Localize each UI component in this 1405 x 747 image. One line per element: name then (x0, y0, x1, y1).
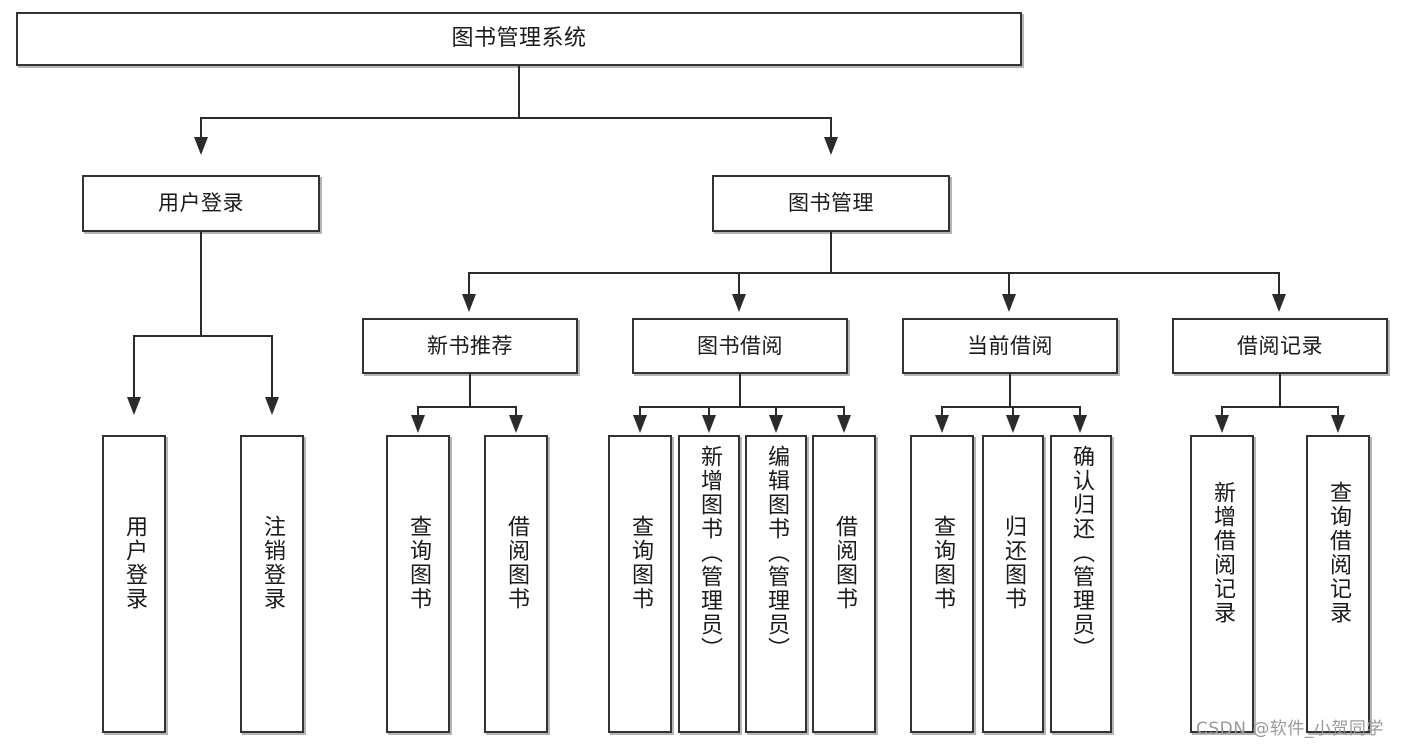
edge-current-stem (1009, 374, 1011, 407)
leaf-edit-book-admin[interactable]: 编辑图书（管理员） (745, 435, 807, 733)
edge-root-bus (200, 117, 832, 119)
node-label: 图书管理 (788, 191, 874, 216)
arrow-to-leaf-logout (265, 397, 279, 415)
arrow-to-leaf-user-login (127, 397, 141, 415)
edge-borrow-stem (739, 374, 741, 407)
edge-root-to-login (200, 117, 202, 139)
node-label: 查询图书 (627, 515, 653, 611)
edge-borrow-bus (639, 406, 845, 408)
edge-records-to-leaf1 (1221, 406, 1223, 418)
node-label: 新书推荐 (427, 333, 513, 358)
edge-current-to-leaf1 (941, 406, 943, 418)
node-root-library-system[interactable]: 图书管理系统 (16, 12, 1022, 66)
leaf-add-borrow-record[interactable]: 新增借阅记录 (1190, 435, 1254, 733)
leaf-logout[interactable]: 注销登录 (240, 435, 304, 733)
node-label: 图书管理系统 (451, 26, 587, 52)
edge-bookmgmt-to-current (1008, 272, 1010, 296)
node-label: 用户登录 (121, 515, 147, 611)
edge-userlogin-stem (200, 232, 202, 336)
arrow-to-leaf-edit-book (769, 415, 783, 433)
edge-root-to-bookmgmt (830, 117, 832, 139)
edge-root-stem (518, 66, 520, 118)
node-label: 新增图书（管理员） (696, 445, 722, 661)
node-label: 图书借阅 (697, 333, 783, 358)
edge-newbook-bus (417, 406, 517, 408)
edge-userlogin-to-leaf1 (133, 335, 135, 399)
leaf-borrow-book[interactable]: 借阅图书 (812, 435, 876, 733)
edge-records-stem (1279, 374, 1281, 407)
arrow-to-borrow-records (1272, 294, 1286, 312)
node-label: 当前借阅 (967, 333, 1053, 358)
leaf-query-book-current[interactable]: 查询图书 (910, 435, 974, 733)
arrow-to-leaf-borrow-book-b (837, 415, 851, 433)
node-borrow-records[interactable]: 借阅记录 (1172, 318, 1388, 374)
leaf-query-book-borrow[interactable]: 查询图书 (608, 435, 672, 733)
arrow-to-leaf-query-book-b (633, 415, 647, 433)
edge-userlogin-to-leaf2 (271, 335, 273, 399)
edge-bookmgmt-to-newbook (468, 272, 470, 296)
node-new-book-recommend[interactable]: 新书推荐 (362, 318, 578, 374)
edge-current-bus (941, 406, 1081, 408)
edge-records-to-leaf2 (1337, 406, 1339, 418)
arrow-to-book-borrow (732, 294, 746, 312)
node-current-borrow[interactable]: 当前借阅 (902, 318, 1118, 374)
node-book-management[interactable]: 图书管理 (712, 175, 950, 232)
csdn-watermark: CSDN @软件_小贺同学 (1196, 719, 1384, 739)
leaf-user-login[interactable]: 用户登录 (102, 435, 166, 733)
edge-records-bus (1221, 406, 1338, 408)
leaf-query-borrow-record[interactable]: 查询借阅记录 (1306, 435, 1370, 733)
node-label: 确认归还（管理员） (1068, 445, 1094, 661)
leaf-add-book-admin[interactable]: 新增图书（管理员） (678, 435, 740, 733)
arrow-to-current-borrow (1002, 294, 1016, 312)
node-label: 借阅图书 (831, 515, 857, 611)
edge-borrow-to-leaf3 (775, 406, 777, 418)
edge-bookmgmt-bus (468, 272, 1280, 274)
node-label: 用户登录 (158, 191, 244, 216)
edge-bookmgmt-stem (830, 232, 832, 273)
node-label: 新增借阅记录 (1209, 481, 1235, 625)
edge-userlogin-bus (133, 335, 272, 337)
arrow-to-leaf-borrow-book-a (509, 415, 523, 433)
edge-newbook-to-leaf2 (515, 406, 517, 418)
leaf-return-book[interactable]: 归还图书 (982, 435, 1044, 733)
edge-borrow-to-leaf4 (843, 406, 845, 418)
node-label: 借阅记录 (1237, 333, 1323, 358)
edge-bookmgmt-to-records (1278, 272, 1280, 296)
arrow-to-leaf-confirm-return (1073, 415, 1087, 433)
edge-borrow-to-leaf2 (708, 406, 710, 418)
node-user-login[interactable]: 用户登录 (82, 175, 320, 232)
node-label: 注销登录 (259, 515, 285, 611)
edge-borrow-to-leaf1 (639, 406, 641, 418)
node-label: 查询图书 (405, 515, 431, 611)
arrow-to-new-book-recommend (462, 294, 476, 312)
node-book-borrow[interactable]: 图书借阅 (632, 318, 848, 374)
arrow-to-leaf-add-record (1215, 415, 1229, 433)
edge-newbook-to-leaf1 (417, 406, 419, 418)
leaf-confirm-return-admin[interactable]: 确认归还（管理员） (1050, 435, 1112, 733)
edge-current-to-leaf3 (1079, 406, 1081, 418)
edge-newbook-stem (469, 374, 471, 407)
arrow-to-leaf-return-book (1006, 415, 1020, 433)
leaf-query-book-recommend[interactable]: 查询图书 (386, 435, 450, 733)
arrow-to-leaf-add-book (702, 415, 716, 433)
node-label: 查询图书 (929, 515, 955, 611)
node-label: 编辑图书（管理员） (763, 445, 789, 661)
arrow-to-leaf-query-record (1331, 415, 1345, 433)
arrow-to-leaf-query-book-a (411, 415, 425, 433)
node-label: 归还图书 (1000, 515, 1026, 611)
edge-bookmgmt-to-borrow (738, 272, 740, 296)
edge-current-to-leaf2 (1012, 406, 1014, 418)
arrow-to-book-management (824, 137, 838, 155)
leaf-borrow-book-recommend[interactable]: 借阅图书 (484, 435, 548, 733)
node-label: 查询借阅记录 (1325, 481, 1351, 625)
arrow-to-leaf-query-book-c (935, 415, 949, 433)
arrow-to-user-login (194, 137, 208, 155)
node-label: 借阅图书 (503, 515, 529, 611)
